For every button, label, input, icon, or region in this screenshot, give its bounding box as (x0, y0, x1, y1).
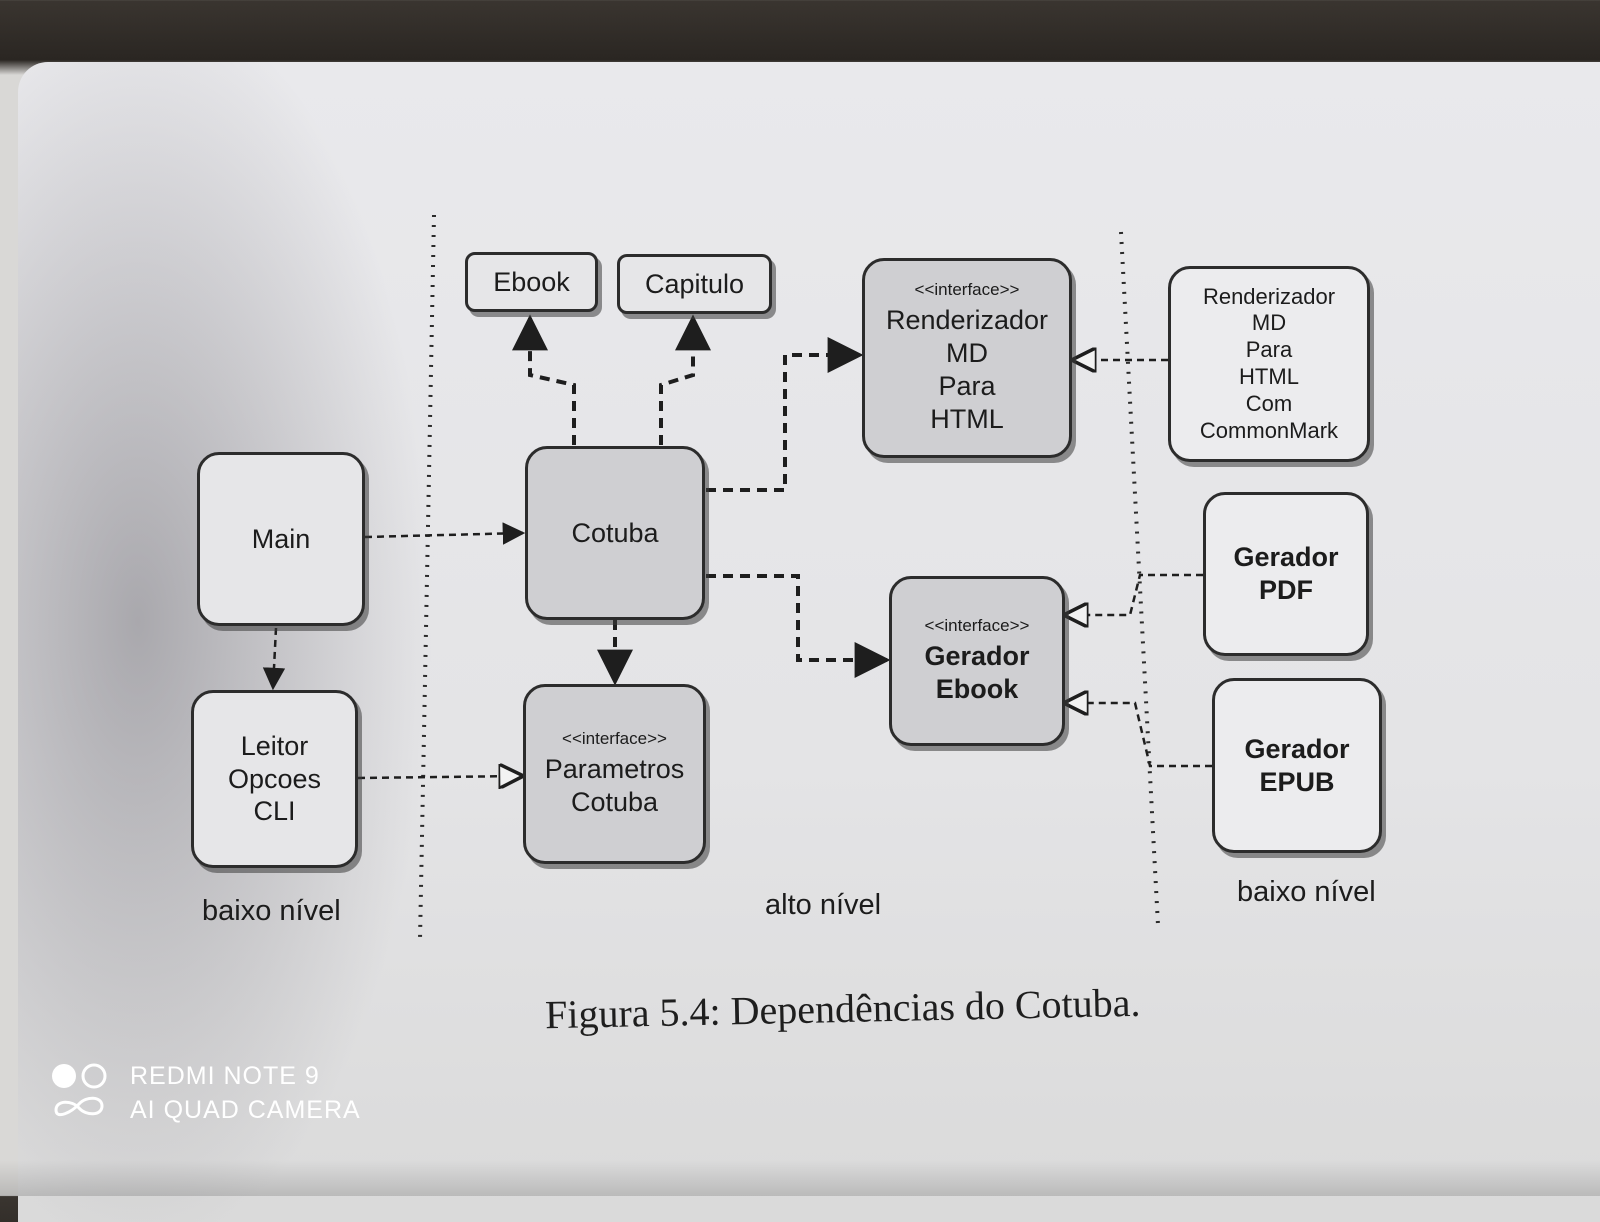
node-epub-line2: EPUB (1259, 766, 1335, 797)
node-renderimpl-line3: Para (1245, 337, 1293, 363)
edge-leitor-parametros (357, 776, 521, 778)
edge-main-cotuba (364, 522, 526, 545)
stereotype-label: <<interface>> (914, 279, 1020, 299)
node-renderizador-line1: Renderizador (885, 305, 1049, 336)
node-gerador-epub: Gerador EPUB (1212, 678, 1382, 853)
node-cotuba-label: Cotuba (571, 517, 659, 548)
node-renderimpl-line2: MD (1251, 310, 1287, 336)
node-capitulo: Capitulo (617, 254, 772, 314)
node-gerador-ebook-interface: <<interface>> Gerador Ebook (889, 576, 1065, 746)
zone-label-left: baixo nível (202, 895, 341, 927)
stereotype-label: <<interface>> (924, 615, 1030, 635)
dependency-diagram (262, 214, 1212, 941)
node-ebook: Ebook (465, 252, 598, 312)
node-epub-line1: Gerador (1244, 733, 1350, 764)
node-gerador-line2: Ebook (935, 674, 1019, 705)
node-parametros-line1: Parametros (544, 754, 685, 785)
left-boundary-line (418, 214, 436, 941)
node-renderizador-line2: MD (946, 338, 988, 369)
node-pdf-line2: PDF (1259, 575, 1313, 605)
node-capitulo-label: Capitulo (644, 268, 745, 299)
edge-cotuba-renderizador (706, 337, 864, 492)
node-renderimpl-line6: CommonMark (1199, 417, 1339, 443)
watermark-line1: REDMI NOTE 9 (130, 1062, 320, 1090)
stereotype-label: <<interface>> (562, 728, 667, 748)
node-pdf-line1: Gerador (1233, 542, 1339, 573)
node-gerador-pdf: Gerador PDF (1203, 492, 1369, 656)
watermark-line2: AI QUAD CAMERA (130, 1096, 361, 1124)
page-bottom-shade (0, 1160, 1600, 1196)
node-renderimpl-line1: Renderizador (1202, 283, 1336, 309)
edge-epub-gerador (1066, 703, 1212, 768)
edge-main-leitor (262, 627, 286, 691)
node-leitor-line3: CLI (253, 796, 296, 827)
node-renderizador-commonmark: Renderizador MD Para HTML Com CommonMark (1168, 266, 1370, 462)
zone-label-center: alto nível (765, 889, 882, 921)
node-gerador-line1: Gerador (924, 641, 1030, 672)
node-leitor-opcoes-cli: Leitor Opcoes CLI (191, 690, 358, 868)
node-renderizador-interface: <<interface>> Renderizador MD Para HTML (862, 258, 1072, 458)
node-renderimpl-line4: HTML (1239, 364, 1299, 389)
edge-cotuba-ebook (512, 314, 576, 445)
node-renderizador-line3: Para (938, 371, 996, 402)
node-main-label: Main (251, 523, 311, 554)
node-ebook-label: Ebook (493, 266, 570, 297)
edge-cotuba-capitulo (659, 314, 711, 445)
edge-cotuba-gerador (706, 574, 891, 678)
node-renderimpl-line5: Com (1245, 390, 1293, 416)
camera-logo-icon (52, 1063, 107, 1117)
node-leitor-line2: Opcoes (227, 763, 322, 794)
edge-pdf-gerador (1066, 573, 1203, 615)
node-cotuba: Cotuba (525, 446, 705, 620)
node-leitor-line1: Leitor (240, 730, 309, 761)
zone-label-right: baixo nível (1237, 876, 1376, 908)
node-parametros-interface: <<interface>> Parametros Cotuba (523, 684, 706, 864)
node-renderizador-line4: HTML (930, 404, 1004, 435)
node-parametros-line2: Cotuba (570, 787, 659, 818)
node-main: Main (197, 452, 365, 626)
